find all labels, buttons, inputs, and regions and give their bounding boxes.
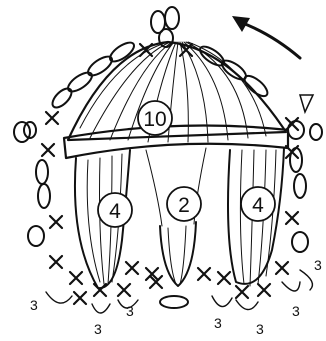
count-label: 3 bbox=[126, 303, 134, 319]
count-arcs bbox=[45, 269, 314, 314]
svg-text:4: 4 bbox=[252, 194, 264, 217]
count-label: 3 bbox=[314, 257, 322, 273]
single-crochet-marks bbox=[40, 42, 300, 306]
circle-label-right: 4 bbox=[240, 186, 276, 222]
count-label: 3 bbox=[292, 303, 300, 319]
puff-top bbox=[66, 40, 288, 143]
svg-text:2: 2 bbox=[178, 194, 190, 217]
svg-text:4: 4 bbox=[109, 200, 121, 223]
count-label: 3 bbox=[94, 321, 102, 337]
circle-label-left: 4 bbox=[97, 192, 133, 228]
middle-leg bbox=[145, 147, 207, 287]
count-label: 3 bbox=[30, 297, 38, 313]
band bbox=[62, 124, 290, 160]
count-label: 3 bbox=[256, 321, 264, 337]
start-marker-icon bbox=[298, 94, 315, 115]
direction-arrow bbox=[232, 16, 302, 60]
right-leg bbox=[227, 147, 285, 287]
circle-label-middle: 2 bbox=[166, 186, 202, 222]
count-label: 3 bbox=[214, 315, 222, 331]
svg-text:10: 10 bbox=[143, 108, 166, 131]
circle-label-center-top: 10 bbox=[137, 100, 173, 136]
